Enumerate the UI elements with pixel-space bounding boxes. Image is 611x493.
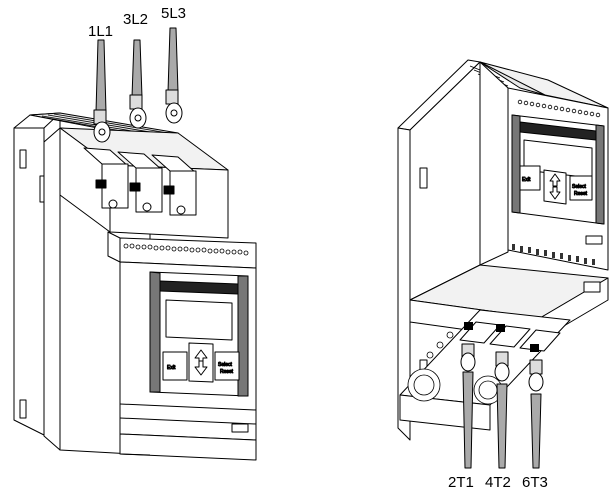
right-reset-key-label: Reset [574,191,588,197]
left-exit-key-label: Exit [167,365,176,371]
label-1L1: 1L1 [88,23,113,40]
label-2T1: 2T1 [448,474,474,491]
label-3L2: 3L2 [123,11,148,28]
label-5L3: 5L3 [161,5,186,22]
label-6T3: 6T3 [522,474,548,491]
left-softstarter: Exit Select Reset 1L1 3L2 5L3 [13,5,257,461]
label-4T2: 4T2 [485,474,511,491]
left-supply-cables [93,27,183,143]
left-reset-key-label: Reset [220,369,234,375]
right-select-key-label: Select [572,184,587,190]
right-softstarter: Exit Select Reset [397,59,609,491]
right-motor-cables [460,343,544,469]
left-select-key-label: Select [218,362,233,368]
right-exit-key-label: Exit [522,177,531,183]
